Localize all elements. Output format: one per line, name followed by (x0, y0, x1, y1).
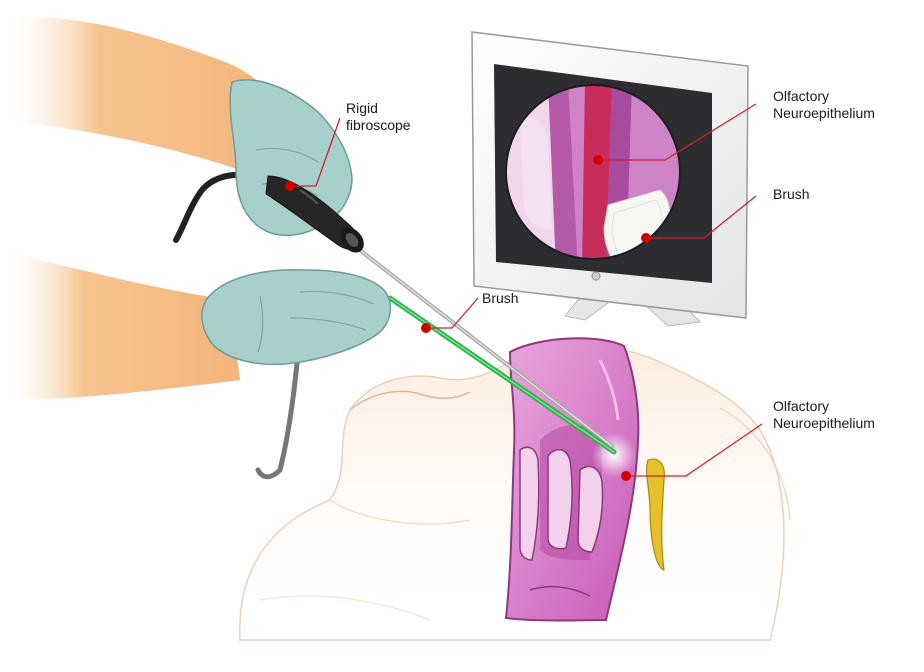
label-brush-tool: Brush (482, 290, 519, 307)
label-rigid-fibroscope: Rigid fibroscope (346, 100, 411, 134)
label-line: Neuroepithelium (773, 415, 875, 432)
label-olfactory-monitor: Olfactory Neuroepithelium (773, 88, 875, 122)
label-olfactory-head: Olfactory Neuroepithelium (773, 398, 875, 432)
lower-glove (202, 270, 391, 365)
turbinate (548, 450, 572, 549)
label-line: Olfactory (773, 398, 875, 415)
label-line: Neuroepithelium (773, 105, 875, 122)
monitor (472, 32, 748, 326)
label-brush-monitor: Brush (773, 186, 810, 203)
label-line: Brush (482, 290, 519, 307)
label-line: Rigid (346, 100, 411, 117)
label-line: fibroscope (346, 117, 411, 134)
label-line: Olfactory (773, 88, 875, 105)
power-button-icon (592, 272, 600, 280)
label-line: Brush (773, 186, 810, 203)
